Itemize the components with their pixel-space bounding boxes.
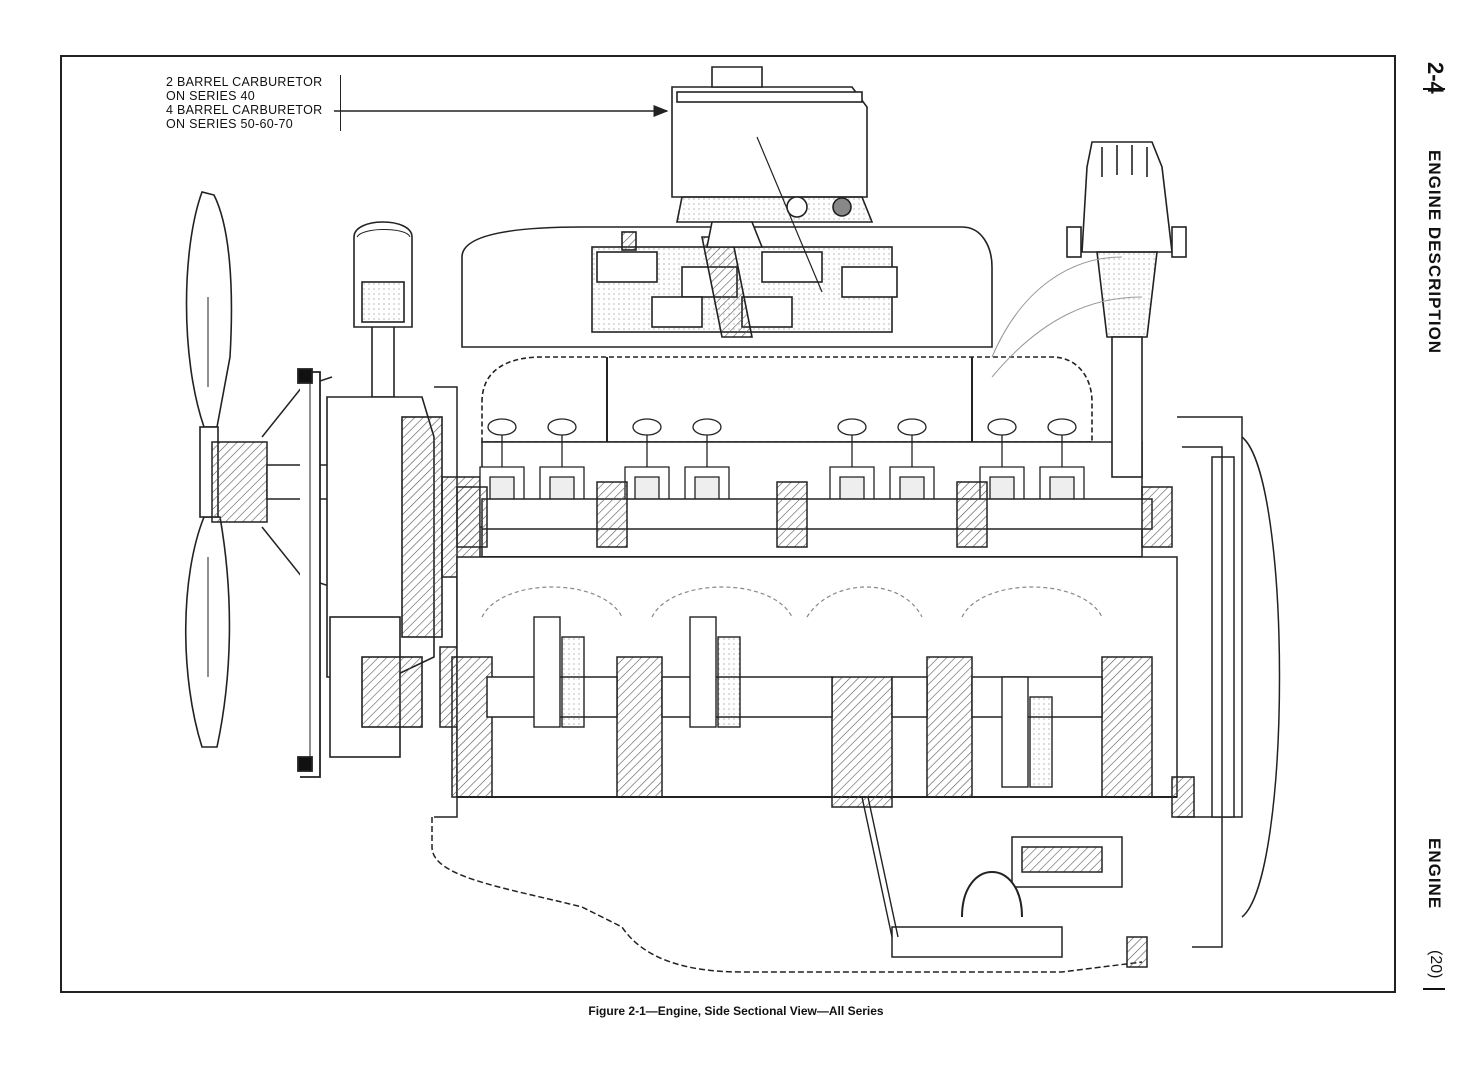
chapter-title: ENGINE (1425, 838, 1444, 910)
figure-frame: 2 BARREL CARBURETOR ON SERIES 40 4 BARRE… (60, 55, 1396, 993)
flywheel-housing (1171, 436, 1281, 948)
figure-caption: Figure 2-1—Engine, Side Sectional View—A… (588, 1004, 884, 1018)
camshaft (456, 481, 1173, 548)
fan-pulley (297, 368, 321, 778)
callout-line-2: ON SERIES 40 (166, 89, 256, 103)
oil-pump (891, 836, 1148, 968)
section-title: ENGINE DESCRIPTION (1425, 150, 1444, 355)
pistons (481, 586, 1103, 618)
folio-rule (1423, 988, 1445, 990)
distributor (1066, 141, 1187, 478)
thermostat-housing (353, 221, 413, 398)
crankshaft (451, 656, 1153, 808)
callout-line-1: 2 BARREL CARBURETOR (166, 75, 323, 89)
oil-pan (431, 817, 1143, 973)
page-number-rule (1423, 88, 1445, 90)
water-pump-housing (326, 396, 443, 758)
folio: (20) (1427, 950, 1444, 979)
fan-blade (184, 191, 233, 748)
engine-sectional-drawing (184, 66, 1281, 973)
connecting-rods (533, 616, 1053, 788)
callout-line-4: ON SERIES 50-60-70 (166, 117, 293, 131)
intake-manifold (461, 226, 993, 348)
callout-line-3: 4 BARREL CARBURETOR (166, 103, 323, 117)
exhaust-manifold (991, 256, 1143, 378)
dipstick-tube (861, 796, 899, 938)
carburetor-callout: 2 BARREL CARBURETOR ON SERIES 40 4 BARRE… (166, 75, 341, 131)
carburetor (621, 66, 874, 293)
